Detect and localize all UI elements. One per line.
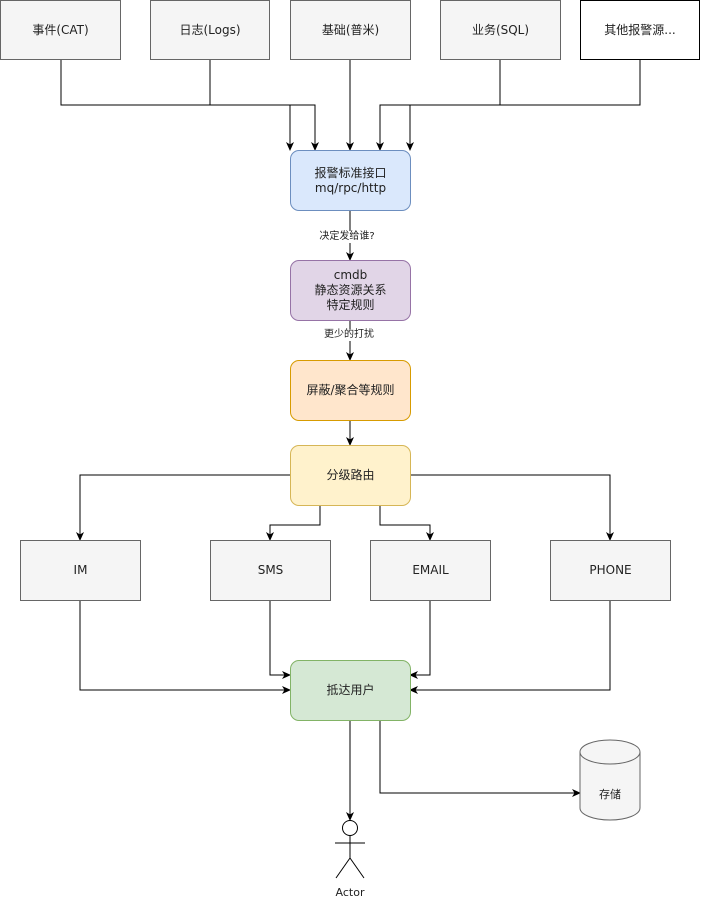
- source-basic-label: 基础(普米): [321, 22, 380, 37]
- routing-label: 分级路由: [326, 468, 375, 482]
- edge-im-reach: [79, 600, 291, 694]
- routing-node[interactable]: 分级路由: [290, 445, 411, 506]
- channel-phone[interactable]: PHONE: [550, 540, 671, 601]
- edge-routing-phone: [410, 474, 614, 541]
- rules-label: 屏蔽/聚合等规则: [306, 383, 395, 397]
- storage-cylinder: [579, 739, 641, 821]
- cmdb-line3: 特定规则: [326, 298, 375, 312]
- source-other[interactable]: 其他报警源...: [580, 0, 700, 60]
- source-sql-label: 业务(SQL): [471, 22, 530, 37]
- interface-line1: 报警标准接口: [314, 165, 387, 180]
- source-logs[interactable]: 日志(Logs): [150, 0, 270, 60]
- edge-logs-interface: [209, 60, 319, 151]
- channel-im-label: IM: [73, 563, 88, 577]
- edge-label-decide: 决定发给谁?: [317, 231, 377, 243]
- edge-label-less: 更少的打扰: [322, 329, 376, 341]
- actor-figure: [335, 820, 365, 879]
- edge-routing-sms: [266, 505, 321, 541]
- edge-reach-storage: [379, 720, 581, 797]
- edge-phone-reach: [409, 600, 611, 694]
- source-basic[interactable]: 基础(普米): [290, 0, 411, 60]
- edge-routing-im: [76, 474, 290, 541]
- channel-sms[interactable]: SMS: [210, 540, 331, 601]
- reach-user-label: 抵达用户: [326, 683, 375, 697]
- rules-node[interactable]: 屏蔽/聚合等规则: [290, 360, 411, 421]
- channel-email[interactable]: EMAIL: [370, 540, 491, 601]
- source-logs-label: 日志(Logs): [179, 22, 241, 37]
- edge-cat-interface: [60, 60, 294, 151]
- source-cat-label: 事件(CAT): [32, 22, 89, 37]
- source-sql[interactable]: 业务(SQL): [440, 0, 561, 60]
- channel-im[interactable]: IM: [20, 540, 141, 601]
- channel-phone-label: PHONE: [589, 563, 632, 577]
- reach-user-node[interactable]: 抵达用户: [290, 660, 411, 721]
- edge-sms-reach: [269, 600, 291, 679]
- cmdb-node[interactable]: cmdb 静态资源关系 特定规则: [290, 260, 411, 321]
- alert-interface-node[interactable]: 报警标准接口 mq/rpc/http: [290, 150, 411, 211]
- cmdb-line2: 静态资源关系: [314, 283, 387, 297]
- edge-email-reach: [409, 600, 431, 679]
- edge-routing-email: [379, 505, 434, 541]
- cmdb-line1: cmdb: [333, 268, 368, 282]
- channel-sms-label: SMS: [257, 563, 284, 577]
- source-other-label: 其他报警源...: [604, 22, 676, 37]
- interface-line2: mq/rpc/http: [314, 180, 387, 195]
- source-cat[interactable]: 事件(CAT): [0, 0, 121, 60]
- actor-label: Actor: [335, 886, 365, 899]
- edge-other-interface: [406, 60, 641, 151]
- channel-email-label: EMAIL: [412, 563, 449, 577]
- storage-label: 存储: [599, 788, 621, 801]
